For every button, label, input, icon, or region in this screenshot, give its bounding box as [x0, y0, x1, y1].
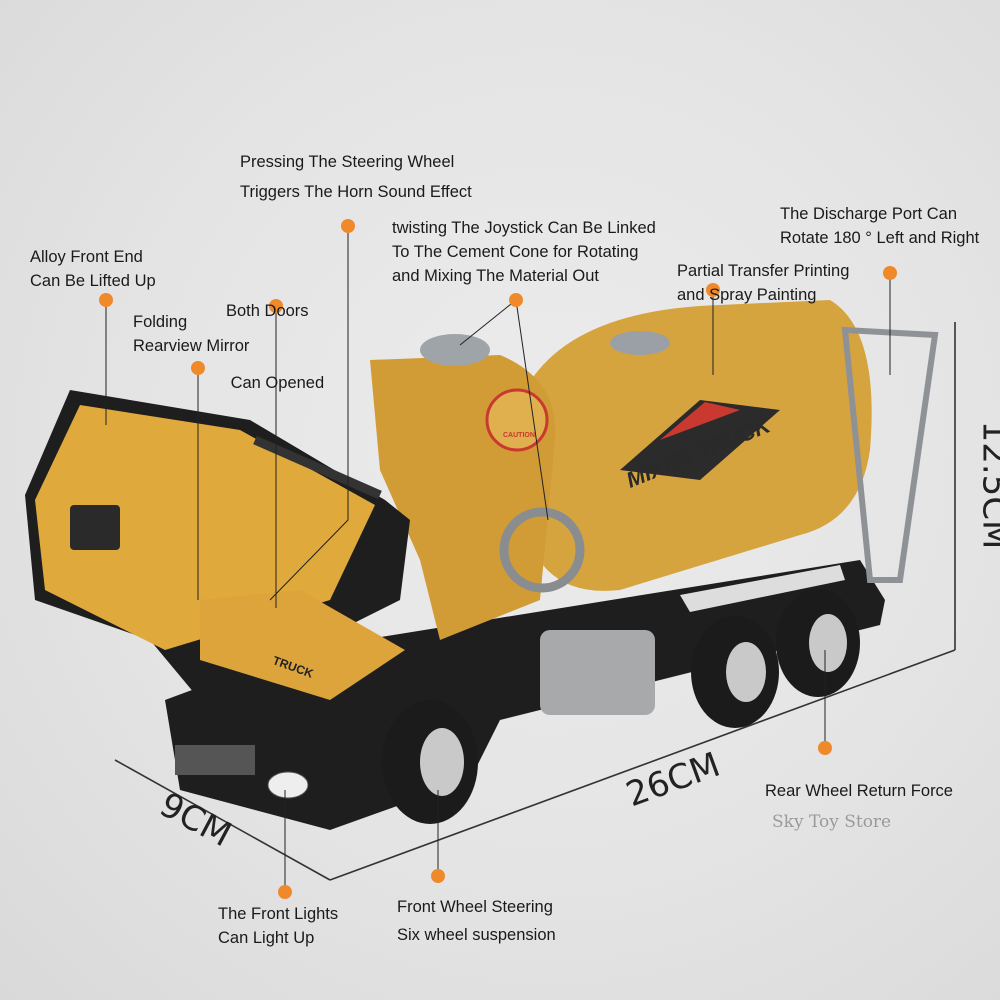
label-rear-wheel: Rear Wheel Return Force: [765, 779, 953, 803]
label-mirror: Folding Rearview Mirror: [133, 310, 249, 358]
label-line: Rear Wheel Return Force: [765, 782, 953, 800]
label-printing: Partial Transfer Printing and Spray Pain…: [677, 259, 849, 307]
label-line: Both Doors: [226, 302, 309, 320]
label-discharge: The Discharge Port Can Rotate 180 ° Left…: [780, 202, 979, 250]
label-horn: Pressing The Steering Wheel Triggers The…: [240, 147, 472, 207]
label-line: Pressing The Steering Wheel: [240, 153, 455, 171]
label-line: The Discharge Port Can: [780, 205, 957, 223]
label-line: Six wheel suspension: [397, 926, 556, 944]
label-line: To The Cement Cone for Rotating: [392, 243, 639, 261]
mixer-drum: [520, 300, 939, 591]
label-line: Partial Transfer Printing: [677, 262, 850, 280]
label-line: Front Wheel Steering: [397, 898, 553, 916]
label-line: Alloy Front End: [30, 248, 143, 266]
wheels: [382, 589, 860, 824]
label-line: Can Be Lifted Up: [30, 272, 156, 290]
truck-chassis: [165, 560, 885, 830]
dimension-height: 12.5CM: [974, 420, 1000, 550]
label-line: and Spray Painting: [677, 286, 817, 304]
annotation-dots: [99, 219, 897, 899]
label-doors: Both Doors Can Opened: [226, 251, 324, 419]
cab: [25, 390, 410, 720]
label-line: Can Light Up: [218, 929, 315, 947]
label-front-end: Alloy Front End Can Be Lifted Up: [30, 245, 156, 293]
label-line: Rotate 180 ° Left and Right: [780, 229, 980, 247]
label-line: Triggers The Horn Sound Effect: [240, 183, 472, 201]
mixer-front: [370, 334, 585, 640]
label-line: Rearview Mirror: [133, 337, 250, 355]
label-line: Folding: [133, 313, 188, 331]
dimension-lines: [114, 322, 956, 881]
caution-label: CAUTION: [503, 432, 535, 439]
leader-lines: [105, 226, 891, 892]
watermark: Sky Toy Store: [772, 812, 892, 832]
label-line: Can Opened: [226, 374, 325, 392]
label-line: The Front Lights: [218, 905, 339, 923]
label-line: and Mixing The Material Out: [392, 267, 599, 285]
label-line: twisting The Joystick Can Be Linked: [392, 219, 656, 237]
label-joystick: twisting The Joystick Can Be Linked To T…: [392, 216, 656, 288]
label-front-lights: The Front Lights Can Light Up: [218, 902, 338, 950]
label-steering: Front Wheel Steering Six wheel suspensio…: [397, 893, 556, 949]
